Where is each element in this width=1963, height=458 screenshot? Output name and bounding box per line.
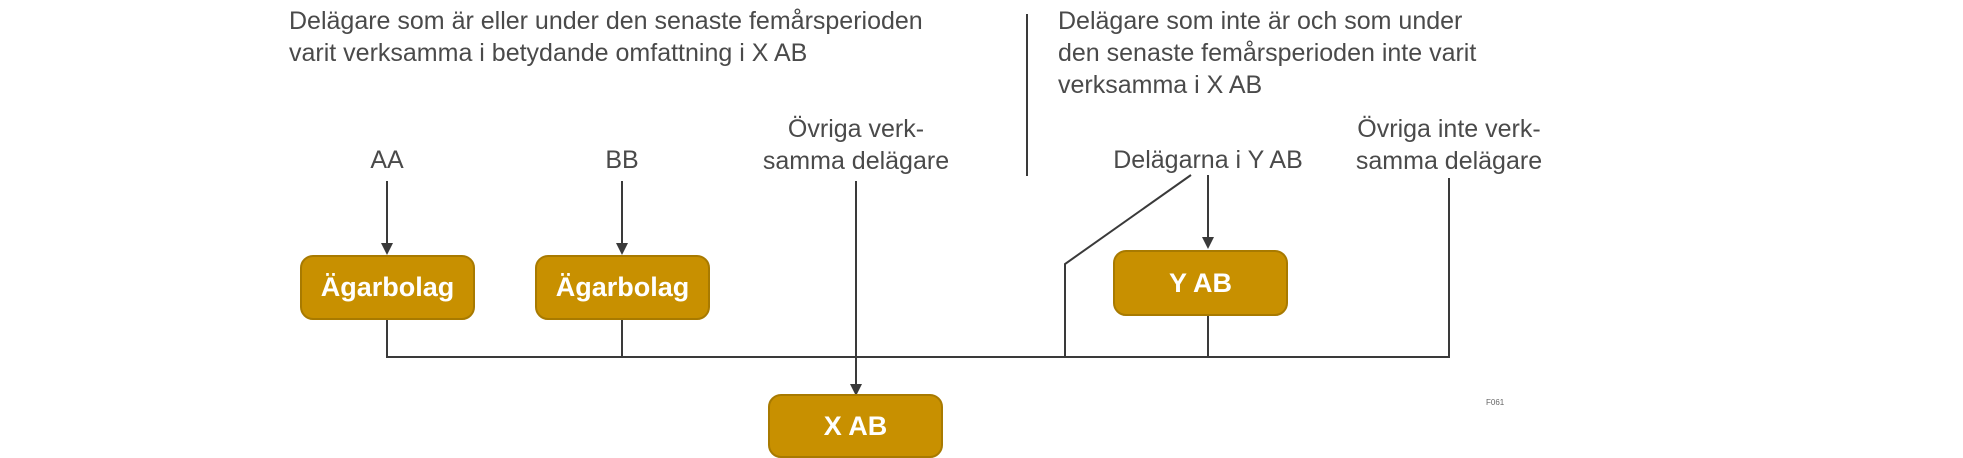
- arrowhead-x-ab: [850, 384, 862, 396]
- y-ab-box: Y AB: [1113, 250, 1288, 316]
- arrowhead-y-ab: [1202, 237, 1214, 249]
- figure-code: F061: [1486, 398, 1505, 407]
- owner-y-ab-shareholders: Delägarna i Y AB: [1113, 146, 1303, 174]
- active-owners-heading: Delägare som är eller under den senaste …: [289, 7, 923, 67]
- inactive-owners-heading: Delägare som inte är och som under den s…: [1058, 7, 1477, 99]
- holding-company-box-1: Ägarbolag: [300, 255, 475, 320]
- owner-other-inactive: Övriga inte verk- samma delägare: [1355, 115, 1543, 175]
- line-y-owners-direct: [1064, 174, 1192, 357]
- arrowhead-aa: [381, 243, 393, 255]
- x-ab-box: X AB: [768, 394, 943, 458]
- owner-aa: AA: [370, 146, 404, 174]
- owner-bb: BB: [605, 146, 639, 174]
- arrowhead-bb: [616, 243, 628, 255]
- holding-company-box-2: Ägarbolag: [535, 255, 710, 320]
- owner-other-active: Övriga verk- samma delägare: [762, 115, 950, 175]
